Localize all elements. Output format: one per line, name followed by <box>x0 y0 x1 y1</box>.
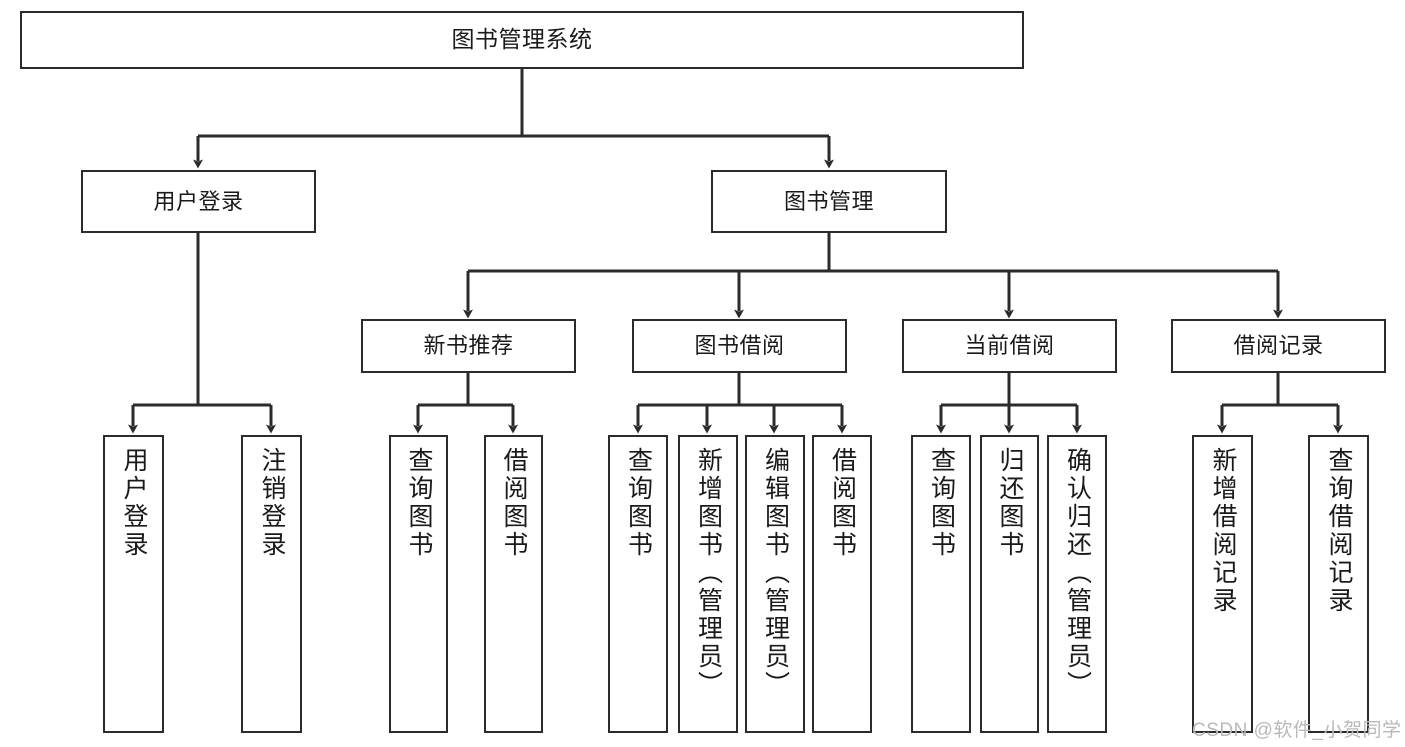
node-leaf-borrow-book-recommend[interactable]: 借阅图书 <box>484 435 543 733</box>
node-leaf-edit-book-admin[interactable]: 编辑图书（管理员） <box>745 435 805 733</box>
node-label: 当前借阅 <box>964 333 1055 359</box>
node-borrow-record[interactable]: 借阅记录 <box>1171 319 1386 373</box>
node-current-borrow[interactable]: 当前借阅 <box>902 319 1117 373</box>
node-label: 借阅记录 <box>1233 333 1324 359</box>
node-root-book-management-system[interactable]: 图书管理系统 <box>20 11 1024 69</box>
node-label: 借阅图书 <box>500 447 528 559</box>
node-label: 注销登录 <box>258 447 286 559</box>
node-leaf-borrow-book[interactable]: 借阅图书 <box>812 435 872 733</box>
node-leaf-return-book[interactable]: 归还图书 <box>980 435 1039 733</box>
node-label: 用户登录 <box>153 188 244 214</box>
node-user-login[interactable]: 用户登录 <box>81 170 316 233</box>
node-label: 确认归还（管理员） <box>1063 447 1092 699</box>
node-leaf-query-book-recommend[interactable]: 查询图书 <box>389 435 448 733</box>
node-label: 查询图书 <box>405 447 433 559</box>
node-label: 图书借阅 <box>694 333 785 359</box>
csdn-watermark: CSDN @软件_小贺同学 <box>1192 720 1402 741</box>
node-label: 新增借阅记录 <box>1209 447 1237 615</box>
node-label: 查询借阅记录 <box>1325 447 1353 615</box>
node-label: 图书管理系统 <box>451 26 593 53</box>
node-leaf-user-login[interactable]: 用户登录 <box>103 435 164 733</box>
node-book-borrow[interactable]: 图书借阅 <box>632 319 847 373</box>
node-label: 查询图书 <box>927 447 956 559</box>
node-book-management[interactable]: 图书管理 <box>711 170 947 233</box>
node-leaf-query-borrow-record[interactable]: 查询借阅记录 <box>1308 435 1369 733</box>
node-leaf-query-book[interactable]: 查询图书 <box>608 435 668 733</box>
node-label: 编辑图书（管理员） <box>761 447 790 699</box>
node-leaf-add-book-admin[interactable]: 新增图书（管理员） <box>678 435 738 733</box>
node-label: 查询图书 <box>624 447 653 559</box>
node-label: 新增图书（管理员） <box>694 447 723 699</box>
node-leaf-logout[interactable]: 注销登录 <box>241 435 302 733</box>
node-label: 新书推荐 <box>423 333 514 359</box>
node-label: 归还图书 <box>996 447 1024 559</box>
node-new-book-recommend[interactable]: 新书推荐 <box>361 319 576 373</box>
node-label: 借阅图书 <box>828 447 857 559</box>
node-label: 图书管理 <box>783 188 874 214</box>
node-leaf-query-book-current[interactable]: 查询图书 <box>911 435 971 733</box>
node-label: 用户登录 <box>120 447 148 559</box>
node-leaf-add-borrow-record[interactable]: 新增借阅记录 <box>1192 435 1253 733</box>
node-leaf-confirm-return-admin[interactable]: 确认归还（管理员） <box>1047 435 1107 733</box>
